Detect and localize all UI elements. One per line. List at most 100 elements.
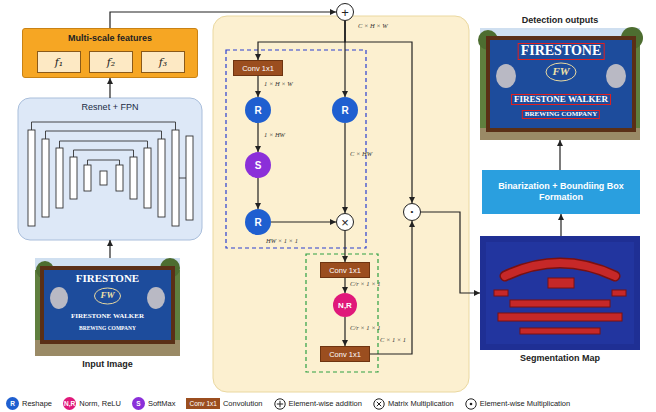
elementwise-product-node: •	[403, 203, 421, 221]
network-drawing	[186, 136, 193, 220]
legend-text: Norm, ReLU	[79, 399, 121, 408]
input-photo	[147, 287, 165, 309]
connector-arrow	[258, 21, 345, 60]
elementwise-product-symbol	[469, 402, 472, 405]
network-drawing	[42, 139, 49, 217]
node-text: S	[255, 160, 262, 171]
conv-box: Conv 1x1	[320, 262, 370, 278]
network-drawing	[70, 157, 77, 199]
connector-arrow	[344, 278, 345, 293]
dimension-label: C × H × W	[358, 22, 388, 29]
node-text: Multi-scale features	[23, 29, 197, 43]
segmentation-picture	[480, 236, 640, 350]
reshape-circle: R	[332, 97, 358, 123]
connector-arrow	[344, 317, 345, 346]
detection-photo	[478, 27, 643, 140]
legend-text: Element-wise Multiplication	[480, 399, 570, 408]
node-text: Binarization + Boundiing Box Formation	[490, 181, 632, 204]
node-text: Detection outputs	[480, 15, 640, 25]
segmentation-picture	[505, 263, 615, 276]
legend-item: R Reshape	[6, 397, 52, 410]
softmax-circle: S	[245, 152, 271, 178]
node-text: f₂	[107, 56, 115, 69]
detection-photo	[496, 64, 516, 88]
detected-text: FIRESTONE WALKER	[511, 94, 611, 105]
network-drawing	[100, 171, 107, 185]
node-text: f₃	[159, 56, 167, 69]
legend-text: Element-wise addition	[289, 399, 362, 408]
connector-arrow	[110, 12, 336, 28]
legend-sample: R	[6, 397, 19, 410]
input-photo	[50, 287, 68, 309]
addition-node: +	[336, 3, 354, 21]
process-box: Binarization + Boundiing Box Formation	[482, 170, 640, 214]
legend-sample-text: N,R	[64, 400, 75, 407]
node-text: Resnet + FPN	[18, 98, 202, 112]
node-text: Segmentation Map	[480, 353, 640, 363]
node-text: R	[254, 105, 261, 116]
connector-arrow	[109, 78, 110, 98]
sign-text: FW	[100, 291, 114, 300]
connector-arrow	[257, 178, 258, 209]
legend-text: Reshape	[22, 399, 52, 408]
network-drawing	[158, 139, 165, 217]
transform-block-outline	[306, 254, 378, 372]
matmul-node: ×	[336, 213, 354, 231]
sign-text: FIRESTONE WALKER	[71, 313, 144, 320]
reshape-circle: R	[245, 209, 271, 235]
multiplication-symbol	[373, 398, 385, 410]
network-drawing	[28, 122, 193, 226]
dimension-label: 1 × H × W	[264, 80, 293, 87]
network-drawing	[179, 178, 186, 179]
feature-group: Multi-scale features f₁ f₂ f₃	[22, 28, 198, 78]
detection-photo	[490, 40, 632, 128]
connector-arrow	[421, 212, 480, 293]
detection-photo	[606, 64, 626, 88]
network-drawing	[46, 131, 162, 139]
segmentation-picture	[505, 263, 615, 276]
detection-photo	[480, 28, 640, 140]
reshape-circle: R	[245, 97, 271, 123]
node-text: +	[341, 6, 349, 19]
sign-text: BREWING COMPANY	[79, 326, 136, 332]
legend-sample-text: R	[10, 400, 15, 407]
conv-box: Conv 1x1	[320, 346, 370, 362]
connector-arrow	[345, 21, 412, 203]
attention-panel	[213, 16, 469, 392]
node-text: •	[411, 208, 414, 216]
legend-item: Matrix Multiplication	[373, 398, 454, 410]
node-text: R	[341, 105, 348, 116]
segmentation-picture	[548, 278, 574, 288]
node-text: Conv 1x1	[242, 64, 274, 73]
feature-box: f₂	[89, 51, 133, 73]
addition-symbol	[276, 400, 282, 406]
node-text: f₁	[55, 56, 63, 69]
dimension-label: C × HW	[350, 150, 372, 157]
network-drawing	[74, 150, 134, 157]
detection-photo	[486, 36, 636, 132]
dimension-label: C/r × 1 × 1	[350, 280, 380, 287]
dimension-label: C/r × 1 × 1	[350, 324, 380, 331]
node-text: ×	[341, 216, 349, 229]
network-drawing	[116, 165, 123, 191]
sign-text: FIRESTONE	[76, 273, 139, 285]
segmentation-picture	[498, 313, 622, 321]
legend-item: SSoftMax	[132, 397, 176, 410]
node-text: Conv 1x1	[329, 266, 361, 275]
sign-text: FW	[552, 66, 569, 78]
backbone-box: Resnet + FPN	[18, 98, 202, 240]
legend-sample: S	[132, 397, 145, 410]
transform-block-outline	[306, 254, 378, 372]
dimension-label: 1 × HW	[264, 131, 285, 138]
network-drawing	[88, 160, 120, 165]
input-photo	[35, 258, 180, 356]
connector-arrow	[257, 123, 258, 152]
segmentation-picture	[520, 328, 600, 334]
segmentation-picture	[612, 290, 626, 296]
input-photo	[40, 266, 175, 344]
multiplication-symbol	[374, 398, 384, 408]
dimension-label: HW × 1 × 1	[266, 237, 298, 244]
